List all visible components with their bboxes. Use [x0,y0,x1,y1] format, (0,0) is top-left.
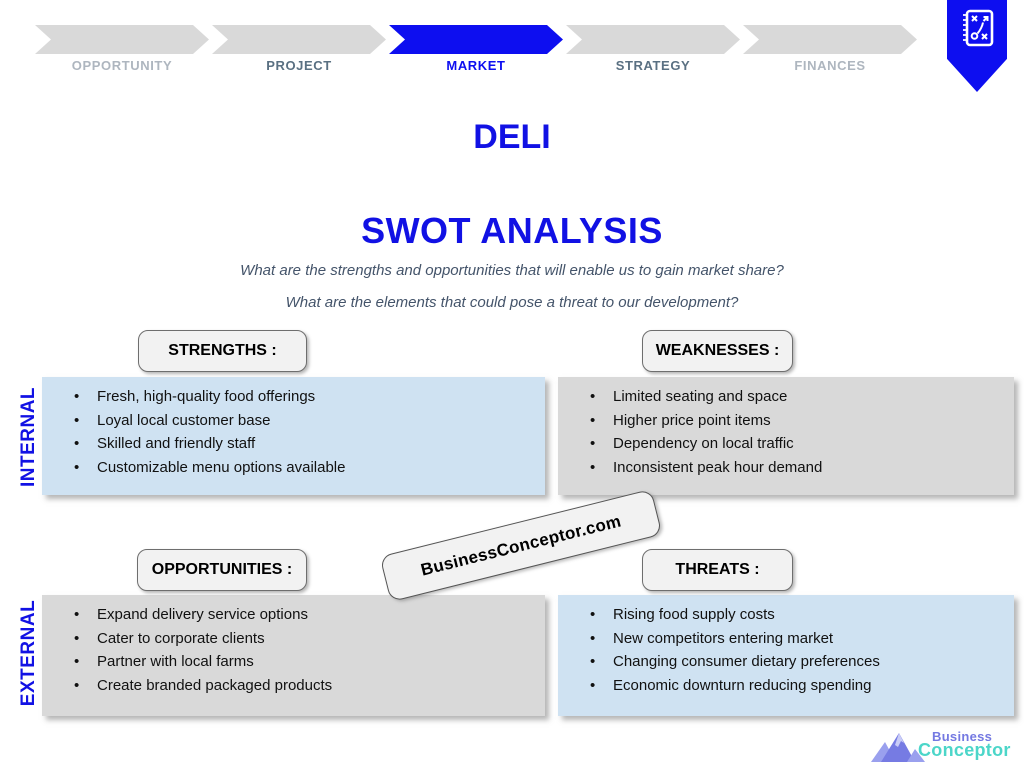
list-item: Customizable menu options available [42,456,545,480]
step-label: FINANCES [794,58,866,73]
list-item: New competitors entering market [558,627,1014,651]
list-item: Inconsistent peak hour demand [558,456,1014,480]
list-item: Limited seating and space [558,385,1014,409]
stepper-item-market[interactable]: MARKET [389,25,565,73]
chevron-arrow [743,25,917,54]
question-line-2: What are the elements that could pose a … [285,294,739,311]
strengths-heading: STRENGTHS : [138,330,307,372]
threats-list: Rising food supply costs New competitors… [558,595,1014,697]
step-label: OPPORTUNITY [71,58,173,73]
weaknesses-heading: WEAKNESSES : [642,330,793,372]
chevron-arrow [212,25,386,54]
weaknesses-panel: Limited seating and space Higher price p… [558,377,1014,495]
list-item: Economic downturn reducing spending [558,674,1014,698]
strengths-panel: Fresh, high-quality food offerings Loyal… [42,377,545,495]
page-title: DELI [473,118,551,156]
opportunities-panel: Expand delivery service options Cater to… [42,595,545,716]
list-item: Rising food supply costs [558,603,1014,627]
strengths-list: Fresh, high-quality food offerings Loyal… [42,377,545,479]
strategy-notebook-icon [963,9,994,47]
question-line-1: What are the strengths and opportunities… [240,262,784,279]
step-label: MARKET [446,58,506,73]
list-item: Loyal local customer base [42,409,545,433]
step-label: PROJECT [266,58,332,73]
threats-heading: THREATS : [642,549,793,591]
watermark-stamp: BusinessConceptor.com [379,488,663,603]
chevron-arrow [35,25,209,54]
chevron-arrow-active [389,25,563,54]
list-item: Expand delivery service options [42,603,545,627]
step-label: STRATEGY [615,58,691,73]
list-item: Changing consumer dietary preferences [558,650,1014,674]
threats-panel: Rising food supply costs New competitors… [558,595,1014,716]
opportunities-heading: OPPORTUNITIES : [137,549,307,591]
list-item: Dependency on local traffic [558,432,1014,456]
mountains-icon [871,733,925,762]
external-row-label: EXTERNAL [18,599,39,707]
stepper-item-opportunity[interactable]: OPPORTUNITY [35,25,211,73]
business-conceptor-logo: Business Conceptor [870,727,1020,765]
list-item: Cater to corporate clients [42,627,545,651]
list-item: Fresh, high-quality food offerings [42,385,545,409]
chevron-arrow [566,25,740,54]
logo-text-conceptor: Conceptor [918,740,1011,760]
section-title: SWOT ANALYSIS [361,210,663,251]
weaknesses-list: Limited seating and space Higher price p… [558,377,1014,479]
stepper-item-project[interactable]: PROJECT [212,25,388,73]
list-item: Higher price point items [558,409,1014,433]
list-item: Create branded packaged products [42,674,545,698]
process-stepper: OPPORTUNITY PROJECT MARKET STRATEGY FINA… [0,0,1024,80]
opportunities-list: Expand delivery service options Cater to… [42,595,545,697]
stepper-item-strategy[interactable]: STRATEGY [566,25,742,73]
list-item: Skilled and friendly staff [42,432,545,456]
stepper-item-finances[interactable]: FINANCES [743,25,919,73]
internal-row-label: INTERNAL [18,386,39,488]
list-item: Partner with local farms [42,650,545,674]
logo-text-business: Business [932,729,993,744]
